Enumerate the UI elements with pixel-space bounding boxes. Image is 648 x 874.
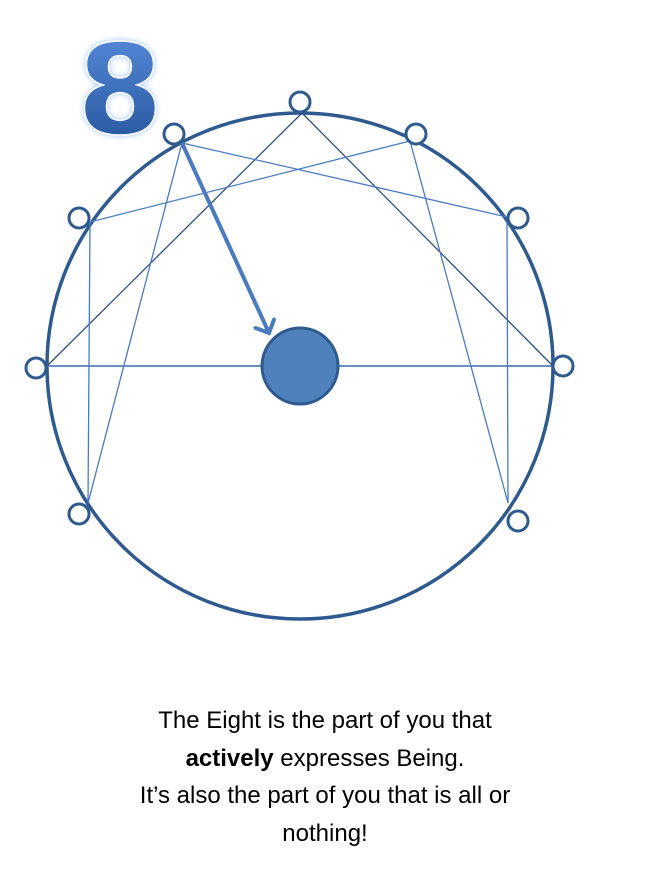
caption-line-1: The Eight is the part of you that <box>158 707 492 734</box>
arrow-to-center <box>180 142 269 333</box>
line-4-2 <box>506 216 509 504</box>
point-9-marker <box>288 90 312 114</box>
point-3-marker <box>551 354 575 378</box>
caption-emphasis: actively <box>185 744 274 772</box>
point-8-marker <box>162 122 186 146</box>
caption-line-2: actively expresses Being. <box>60 740 590 778</box>
point-6-marker <box>24 356 48 380</box>
number-eight-badge: 8 <box>77 19 163 163</box>
center-being-circle <box>260 326 340 406</box>
line-7-1 <box>89 140 411 223</box>
point-2-marker <box>506 206 530 230</box>
caption-line-2-rest: expresses Being. <box>273 744 465 772</box>
caption: The Eight is the part of you that active… <box>60 702 590 852</box>
point-5-marker <box>67 502 91 526</box>
line-8-5 <box>87 142 183 504</box>
line-2-8 <box>181 142 508 218</box>
point-1-marker <box>404 122 428 146</box>
point-7-marker <box>67 206 91 230</box>
line-1-4 <box>409 140 509 504</box>
point-4-marker <box>506 509 530 533</box>
line-9-3 <box>301 112 554 367</box>
line-5-7 <box>87 221 91 504</box>
caption-line-4: nothing! <box>282 819 368 847</box>
caption-line-3: It’s also the part of you that is all or <box>139 782 511 809</box>
